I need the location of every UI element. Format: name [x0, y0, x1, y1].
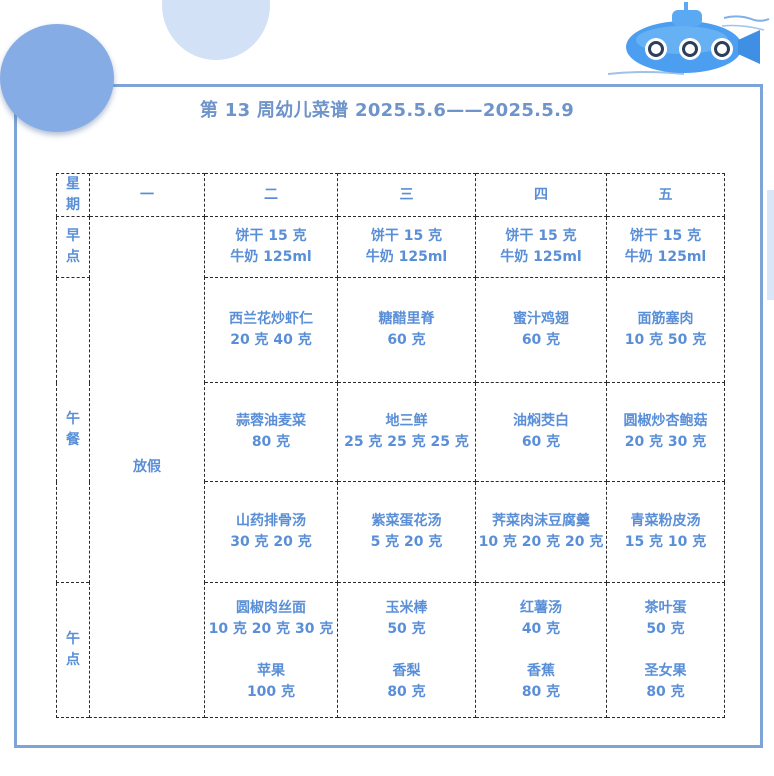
dish: 荠菜肉沫豆腐羹: [492, 513, 590, 529]
dish: 牛奶 125ml: [230, 249, 312, 265]
fruit: 80 克: [521, 683, 561, 700]
menu-cell: 圆椒炒杏鲍菇 20 克 30 克: [606, 382, 725, 482]
menu-cell: 红薯汤 40 克香蕉 80 克: [475, 582, 607, 718]
dish: 60 克: [521, 332, 561, 348]
menu-cell: 饼干 15 克牛奶 125ml: [337, 216, 476, 278]
dish: 50 克: [387, 620, 426, 637]
lunch-soup-row: 山药排骨汤 30 克 20 克 紫菜蛋花汤 5 克 20 克 荠菜肉沫豆腐羹 10 克…: [57, 481, 725, 583]
dish: 10 克 20 克 30 克: [208, 620, 334, 637]
row-label-char: 餐: [66, 432, 80, 448]
menu-table: 星 期 一 二 三 四 五 早 点 放假 饼干 15 克牛奶 125ml 饼干 …: [56, 173, 725, 718]
dish: 饼干 15 克: [629, 228, 702, 244]
day-header: 一: [89, 173, 205, 217]
decor-bubble-light: [162, 0, 270, 60]
dish: 圆椒肉丝面: [236, 599, 306, 616]
row-label-char: 午: [66, 411, 80, 427]
day-header: 二: [204, 173, 338, 217]
dish: 饼干 15 克: [370, 228, 443, 244]
holiday-cell: 放假: [89, 216, 205, 718]
dish: 山药排骨汤: [236, 513, 306, 529]
dish: 饼干 15 克: [235, 228, 307, 244]
menu-cell: 饼干 15 克牛奶 125ml: [606, 216, 725, 278]
dish: 糖醋里脊: [378, 311, 435, 327]
menu-cell: 青菜粉皮汤 15 克 10 克: [606, 481, 725, 583]
dish: 面筋塞肉: [637, 311, 694, 327]
lunch-veg-row: 蒜蓉油麦菜 80 克 地三鲜 25 克 25 克 25 克 油焖茭白 60 克 圆椒炒…: [57, 382, 725, 482]
dish: 80 克: [251, 434, 291, 450]
decor-side-tab: [767, 190, 774, 300]
submarine-icon: [607, 2, 770, 75]
fruit: 香蕉: [527, 662, 555, 679]
decor-bubble: [0, 24, 114, 132]
row-label-char: 点: [66, 249, 80, 265]
menu-cell: 油焖茭白 60 克: [475, 382, 607, 482]
menu-cell: 蜜汁鸡翅 60 克: [475, 277, 607, 383]
menu-cell: 地三鲜 25 克 25 克 25 克: [337, 382, 476, 482]
menu-cell: 玉米棒 50 克香梨 80 克: [337, 582, 476, 718]
menu-cell: 紫菜蛋花汤 5 克 20 克: [337, 481, 476, 583]
snack-row: 午 点 圆椒肉丝面 10 克 20 克 30 克苹果 100 克 玉米棒 50 克香梨…: [56, 582, 725, 718]
dish: 5 克 20 克: [370, 534, 443, 550]
fruit: 80 克: [387, 683, 426, 700]
row-label-lunch: 午 餐: [56, 277, 90, 583]
menu-cell: 饼干 15 克牛奶 125ml: [204, 216, 338, 278]
row-label-snack: 午 点: [56, 582, 90, 718]
corner-cell: 星 期: [56, 173, 90, 217]
dish: 玉米棒: [385, 599, 428, 616]
dish: 牛奶 125ml: [365, 249, 448, 265]
fruit: 100 克: [246, 683, 296, 700]
dish: 20 克 40 克: [230, 332, 312, 348]
menu-cell: 山药排骨汤 30 克 20 克: [204, 481, 338, 583]
day-header: 四: [475, 173, 607, 217]
menu-cell: 糖醋里脊 60 克: [337, 277, 476, 383]
breakfast-row: 早 点 放假 饼干 15 克牛奶 125ml 饼干 15 克牛奶 125ml 饼…: [56, 216, 725, 718]
page-frame: [14, 84, 763, 748]
corner-char: 期: [66, 197, 80, 213]
row-label-char: 午: [66, 631, 80, 647]
dish: 紫菜蛋花汤: [371, 513, 442, 529]
day-header: 三: [337, 173, 476, 217]
dish: 50 克: [646, 620, 685, 637]
dish: 60 克: [521, 434, 561, 450]
header-row: 星 期 一 二 三 四 五: [56, 173, 725, 217]
row-label-char: 点: [66, 652, 80, 668]
menu-cell: 西兰花炒虾仁 20 克 40 克: [204, 277, 338, 383]
row-label-breakfast: 早 点: [56, 216, 90, 278]
menu-cell: 饼干 15 克牛奶 125ml: [475, 216, 607, 278]
menu-cell: 荠菜肉沫豆腐羹 10 克 20 克 20 克: [475, 481, 607, 583]
dish: 蒜蓉油麦菜: [236, 413, 306, 429]
dish: 25 克 25 克 25 克: [344, 434, 469, 450]
fruit: 苹果: [257, 662, 285, 679]
dish: 蜜汁鸡翅: [513, 311, 569, 327]
dish: 青菜粉皮汤: [630, 513, 701, 529]
dish: 60 克: [387, 332, 426, 348]
row-label-char: 早: [66, 228, 80, 244]
dish: 地三鲜: [385, 413, 428, 429]
dish: 10 克 20 克 20 克: [478, 534, 604, 550]
menu-cell: 茶叶蛋 50 克圣女果 80 克: [606, 582, 725, 718]
dish: 红薯汤: [520, 599, 562, 616]
menu-cell: 圆椒肉丝面 10 克 20 克 30 克苹果 100 克: [204, 582, 338, 718]
dish: 饼干 15 克: [505, 228, 577, 244]
dish: 牛奶 125ml: [624, 249, 707, 265]
corner-char: 星: [66, 176, 80, 192]
dish: 20 克 30 克: [624, 434, 707, 450]
day-header: 五: [606, 173, 725, 217]
dish: 茶叶蛋: [644, 599, 687, 616]
dish: 圆椒炒杏鲍菇: [623, 413, 708, 429]
dish: 西兰花炒虾仁: [229, 311, 313, 327]
dish: 油焖茭白: [513, 413, 569, 429]
menu-cell: 蒜蓉油麦菜 80 克: [204, 382, 338, 482]
dish: 10 克 50 克: [624, 332, 707, 348]
menu-cell: 面筋塞肉 10 克 50 克: [606, 277, 725, 383]
dish: 30 克 20 克: [230, 534, 312, 550]
page-title: 第 13 周幼儿菜谱 2025.5.6——2025.5.9: [199, 100, 575, 121]
fruit: 80 克: [646, 683, 685, 700]
fruit: 圣女果: [644, 662, 687, 679]
fruit: 香梨: [392, 662, 421, 679]
dish: 40 克: [521, 620, 561, 637]
lunch-main-row: 午 餐 西兰花炒虾仁 20 克 40 克 糖醋里脊 60 克 蜜汁鸡翅 60 克 面筋…: [56, 277, 725, 583]
dish: 牛奶 125ml: [500, 249, 582, 265]
dish: 15 克 10 克: [624, 534, 707, 550]
